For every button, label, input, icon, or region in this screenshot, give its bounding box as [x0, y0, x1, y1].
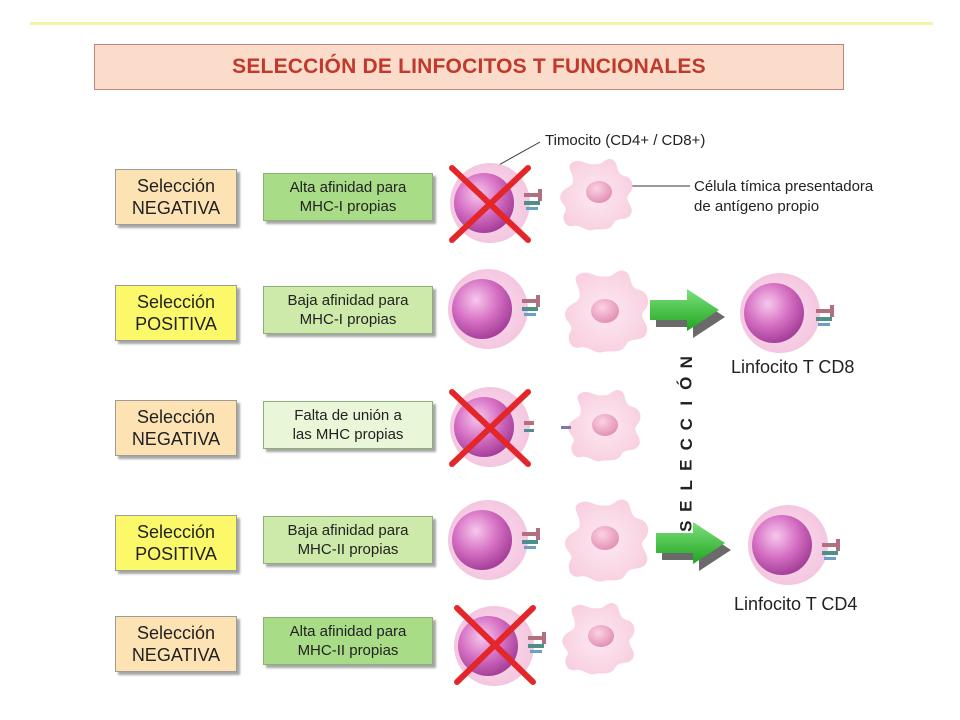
affinity-box: Baja afinidad para MHC-I propias: [263, 286, 433, 334]
selection-box-negative: Selección NEGATIVA: [115, 616, 237, 672]
rejection-cross-icon: [449, 389, 531, 467]
thymocyte-label: Timocito (CD4+ / CD8+): [545, 132, 706, 149]
thymic-cell: [560, 159, 633, 231]
affinity-box: Alta afinidad para MHC-II propias: [263, 617, 433, 665]
vertical-selection-letter: E: [676, 500, 696, 512]
cd4-lymphocyte: [748, 505, 840, 585]
affinity-box: Alta afinidad para MHC-I propias: [263, 173, 433, 221]
selection-box-positive: Selección POSITIVA: [115, 515, 237, 571]
rejection-cross-icon: [454, 605, 536, 685]
top-divider: [30, 22, 933, 25]
thymic-cell: [562, 603, 635, 675]
vertical-selection-letter: Ó: [676, 376, 696, 390]
selection-box-negative: Selección NEGATIVA: [115, 169, 237, 225]
vertical-selection-letter: C: [676, 438, 696, 451]
cd8-label: Linfocito T CD8: [731, 357, 855, 377]
affinity-box: Baja afinidad para MHC-II propias: [263, 516, 433, 564]
thymic-cell: [564, 499, 649, 582]
vertical-selection-letter: I: [676, 400, 696, 406]
cd8-lymphocyte: [740, 273, 834, 353]
thymic-cell-label-line2: de antígeno propio: [694, 198, 820, 215]
selection-arrow-icon: [650, 289, 725, 338]
thymocyte-cell: [448, 500, 540, 580]
vertical-selection-letter: N: [676, 356, 696, 369]
selection-box-positive: Selección POSITIVA: [115, 285, 237, 341]
thymic-cell-label-line1: Célula tímica presentadora: [694, 178, 874, 195]
vertical-selection-letter: E: [676, 459, 696, 471]
selection-box-negative: Selección NEGATIVA: [115, 400, 237, 456]
thymocyte-leader: [496, 141, 541, 167]
vertical-selection-letter: L: [676, 480, 696, 491]
vertical-selection-letter: S: [676, 520, 696, 532]
cd4-label: Linfocito T CD4: [734, 594, 858, 614]
rejection-cross-icon: [449, 165, 531, 243]
selection-arrow-icon: [656, 522, 731, 571]
affinity-box: Falta de unión a las MHC propias: [263, 401, 433, 449]
thymocyte-cell: [448, 269, 540, 349]
vertical-selection-letter: C: [676, 417, 696, 430]
thymic-cell: [561, 390, 641, 462]
thymic-cell: [564, 270, 649, 353]
title-banner: SELECCIÓN DE LINFOCITOS T FUNCIONALES: [94, 44, 844, 90]
page-title: SELECCIÓN DE LINFOCITOS T FUNCIONALES: [232, 55, 706, 78]
